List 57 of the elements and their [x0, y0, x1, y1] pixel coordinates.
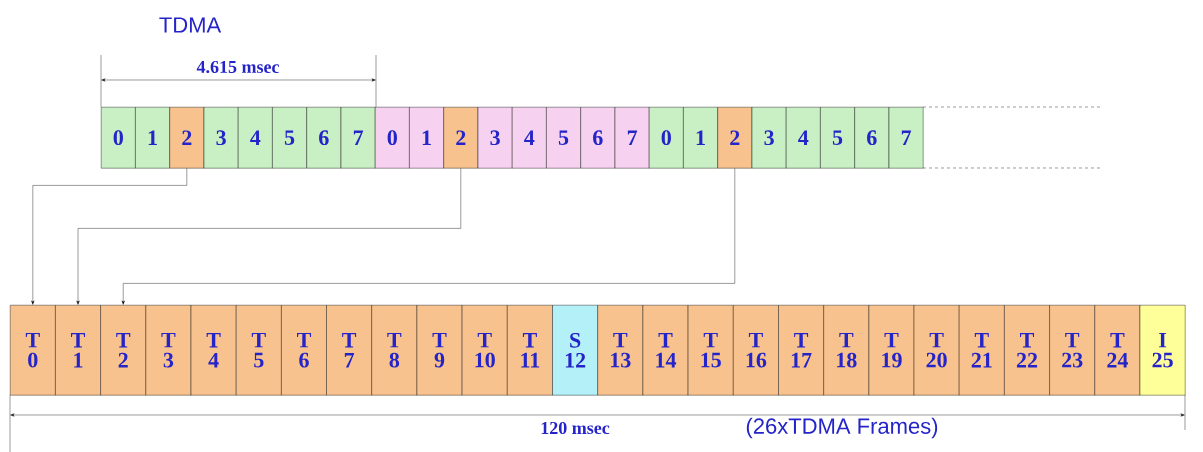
frame-box: T 10 [461, 305, 508, 396]
frame-box: T 17 [778, 305, 824, 396]
frame-box: T 21 [959, 305, 1005, 396]
slot-box: 2 [169, 107, 205, 169]
slot-box: 5 [546, 107, 581, 169]
slot-box: 7 [340, 107, 376, 169]
slot-box: 1 [135, 107, 170, 169]
frame-box: T 1 [55, 305, 101, 396]
slot-box: 1 [683, 107, 718, 169]
slot-box: 3 [203, 107, 239, 169]
slot-box: 0 [101, 107, 136, 169]
frame-box: T 19 [868, 305, 915, 396]
frame-box: T 9 [416, 305, 463, 396]
arrow [31, 168, 187, 305]
frame-box: T 8 [371, 305, 418, 396]
slot-box: 6 [854, 107, 890, 169]
frame-box: S 12 [552, 305, 598, 396]
slot-box: 4 [512, 107, 547, 169]
frame-box: T 20 [913, 305, 960, 396]
frame-box: T 23 [1049, 305, 1095, 396]
frame-box: T 22 [1004, 305, 1050, 396]
slot-box: 7 [614, 107, 650, 169]
dimension-label: 120 msec [541, 421, 610, 435]
frame-box: T 0 [10, 305, 56, 396]
slot-box: 6 [306, 107, 342, 169]
slot-box: 2 [443, 107, 479, 169]
arrow [76, 168, 461, 305]
frame-box: I 25 [1139, 305, 1186, 396]
frame-box: T 18 [823, 305, 870, 396]
slot-box: 7 [888, 107, 924, 169]
frame-box: T 11 [507, 305, 553, 396]
slot-box: 1 [409, 107, 444, 169]
frame-box: T 24 [1094, 305, 1141, 396]
frame-box: T 2 [100, 305, 146, 396]
dimension-label: (26xTDMA Frames) [746, 417, 938, 439]
slot-box: 2 [717, 107, 753, 169]
slot-box: 0 [375, 107, 410, 169]
frame-box: T 13 [597, 305, 644, 396]
frame-box: T 7 [326, 305, 372, 396]
arrow [121, 168, 735, 305]
slot-box: 0 [649, 107, 684, 169]
slot-box: 3 [751, 107, 787, 169]
frame-box: T 16 [733, 305, 779, 396]
slot-box: 5 [272, 107, 307, 169]
frame-box: T 6 [281, 305, 327, 396]
frame-box: T 15 [687, 305, 734, 396]
slot-box: 3 [477, 107, 513, 169]
slot-box: 4 [238, 107, 273, 169]
frame-box: T 4 [190, 305, 237, 396]
slot-box: 4 [786, 107, 821, 169]
dimension-label: 4.615 msec [196, 60, 280, 74]
frame-box: T 14 [642, 305, 689, 396]
slot-box: 6 [580, 107, 616, 169]
title: TDMA [159, 17, 222, 33]
frame-box: T 3 [145, 305, 192, 396]
slot-box: 5 [820, 107, 855, 169]
frame-box: T 5 [236, 305, 282, 396]
